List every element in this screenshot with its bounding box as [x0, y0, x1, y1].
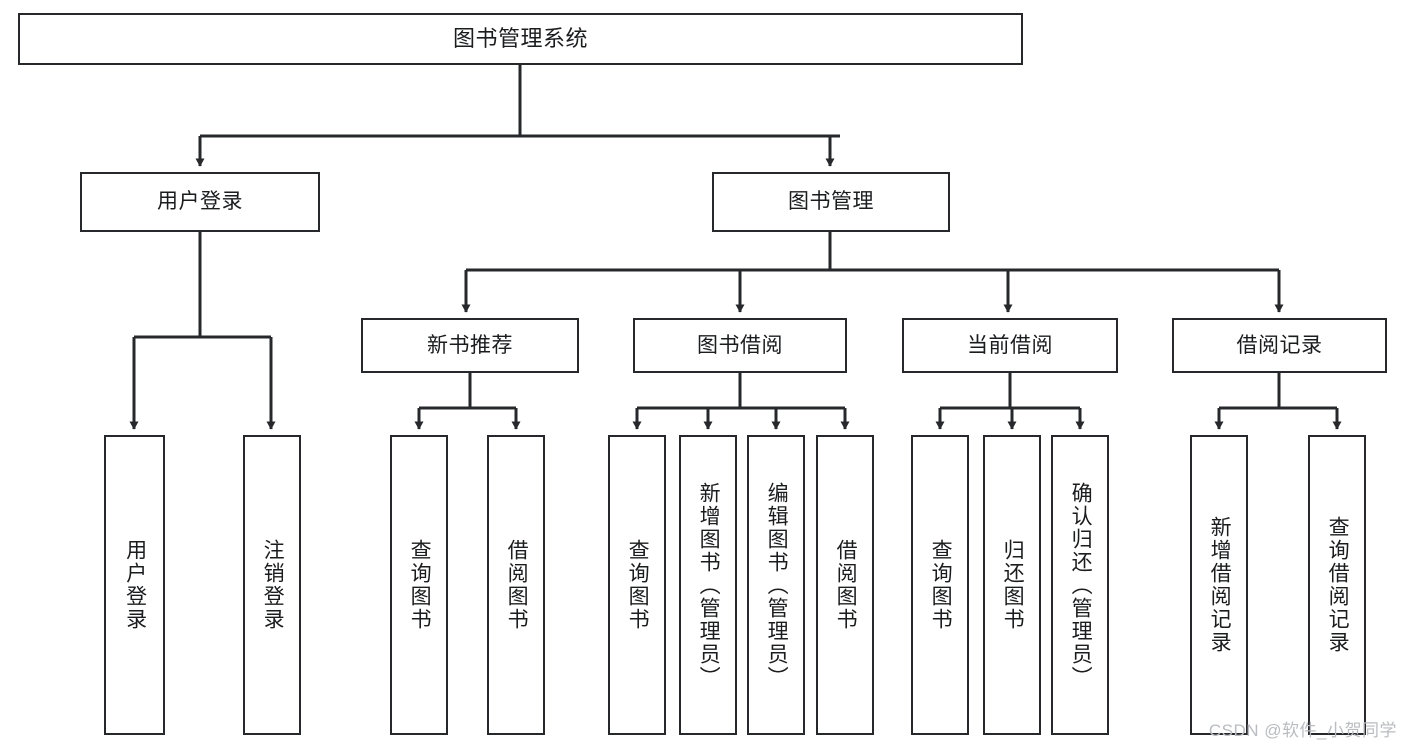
node-leaf-borrow-book-2[interactable]: 借阅图书	[816, 435, 874, 735]
leaf-label: 借阅图书	[834, 539, 858, 631]
node-leaf-query-record[interactable]: 查询借阅记录	[1308, 435, 1366, 735]
leaf-label: 查询图书	[929, 539, 953, 631]
node-leaf-return-book[interactable]: 归还图书	[983, 435, 1041, 735]
node-user-login[interactable]: 用户登录	[80, 172, 320, 232]
leaf-label: 新增图书（管理员）	[697, 481, 721, 689]
leaf-label: 编辑图书（管理员）	[765, 481, 789, 689]
leaf-label: 查询借阅记录	[1326, 516, 1350, 654]
leaf-label: 借阅图书	[505, 539, 529, 631]
node-leaf-query-book-1[interactable]: 查询图书	[390, 435, 448, 735]
node-book-borrow[interactable]: 图书借阅	[633, 318, 847, 373]
leaf-label: 新增借阅记录	[1208, 516, 1232, 654]
node-leaf-edit-book[interactable]: 编辑图书（管理员）	[747, 435, 805, 735]
leaf-label: 查询图书	[408, 539, 432, 631]
node-leaf-logout[interactable]: 注销登录	[243, 435, 301, 735]
leaf-label: 归还图书	[1001, 539, 1025, 631]
node-leaf-add-record[interactable]: 新增借阅记录	[1190, 435, 1248, 735]
node-new-book-recommend[interactable]: 新书推荐	[361, 318, 579, 373]
node-leaf-query-book-3[interactable]: 查询图书	[911, 435, 969, 735]
leaf-label: 确认归还（管理员）	[1069, 481, 1093, 689]
node-borrow-record[interactable]: 借阅记录	[1172, 318, 1387, 373]
node-leaf-borrow-book-1[interactable]: 借阅图书	[487, 435, 545, 735]
node-leaf-confirm-return[interactable]: 确认归还（管理员）	[1051, 435, 1109, 735]
leaf-label: 注销登录	[261, 539, 285, 631]
node-root-system[interactable]: 图书管理系统	[18, 13, 1023, 65]
node-book-manage[interactable]: 图书管理	[712, 172, 950, 232]
node-leaf-query-book-2[interactable]: 查询图书	[608, 435, 666, 735]
node-leaf-add-book[interactable]: 新增图书（管理员）	[679, 435, 737, 735]
leaf-label: 用户登录	[123, 539, 147, 631]
leaf-label: 查询图书	[626, 539, 650, 631]
node-leaf-user-login[interactable]: 用户登录	[104, 435, 165, 735]
node-current-borrow[interactable]: 当前借阅	[902, 318, 1118, 373]
